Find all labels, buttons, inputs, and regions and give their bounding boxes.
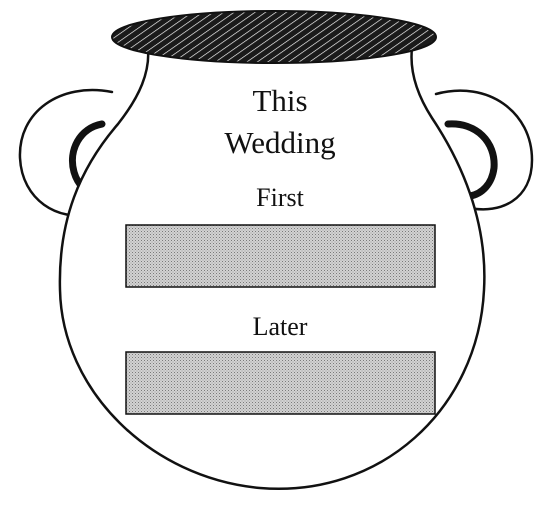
jar-title-line-2: Wedding xyxy=(224,125,335,160)
later-answer-box[interactable] xyxy=(126,352,435,414)
jar-title-line-1: This xyxy=(252,83,307,118)
first-answer-box[interactable] xyxy=(126,225,435,287)
first-label: First xyxy=(256,183,304,212)
jar-mouth-lid xyxy=(112,11,436,63)
later-label: Later xyxy=(253,312,308,341)
